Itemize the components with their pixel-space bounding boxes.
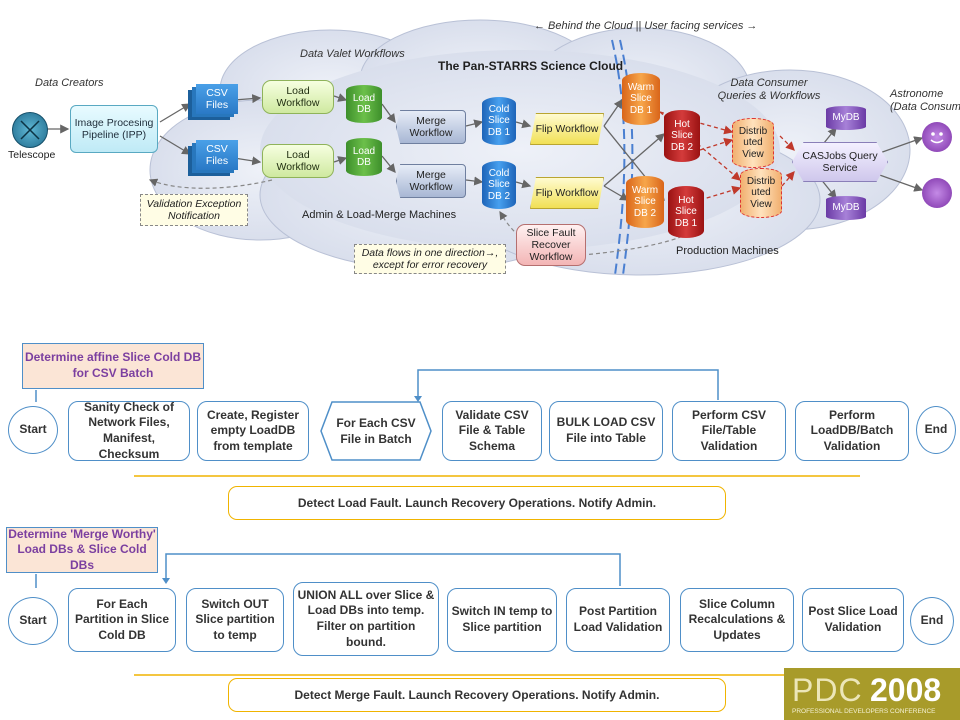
load-end: End bbox=[916, 406, 956, 454]
telescope-icon bbox=[12, 112, 48, 148]
load-start: Start bbox=[8, 406, 58, 454]
warm-slice-db-1: Warm Slice DB 1 bbox=[622, 73, 660, 125]
warm-slice-db-2: Warm Slice DB 2 bbox=[626, 176, 664, 228]
merge-step-3: UNION ALL over Slice & Load DBs into tem… bbox=[293, 582, 439, 656]
csv-files-2: CSV Files bbox=[196, 140, 238, 170]
csv-files-stack-2: CSV Files bbox=[188, 140, 238, 178]
data-consumer-label: Data Consumer Queries & Workflows bbox=[717, 77, 821, 102]
data-creators-label: Data Creators bbox=[35, 77, 104, 89]
csv-files-1: CSV Files bbox=[196, 84, 238, 114]
distributed-view-1: Distrib uted View bbox=[732, 118, 774, 168]
load-step-3-label: For Each CSV File in Batch bbox=[336, 416, 416, 446]
behind-cloud-label: ← Behind the Cloud || User facing servic… bbox=[534, 20, 758, 32]
cloud-divider-line bbox=[611, 39, 626, 276]
hot-slice-db-2: Hot Slice DB 2 bbox=[664, 110, 700, 162]
load-step-2: Create, Register empty LoadDB from templ… bbox=[197, 401, 309, 461]
load-step-4: Validate CSV File & Table Schema bbox=[442, 401, 542, 461]
validation-exception-note: Validation Exception Notification bbox=[140, 194, 248, 226]
astronomer-icon-1 bbox=[922, 122, 952, 152]
merge-step-2: Switch OUT Slice partition to temp bbox=[186, 588, 284, 652]
load-flow-note: Determine affine Slice Cold DB for CSV B… bbox=[22, 343, 204, 389]
hot-slice-db-1: Hot Slice DB 1 bbox=[668, 186, 704, 238]
ipp-node: Image Procesing Pipeline (IPP) bbox=[70, 105, 158, 153]
merge-workflow-2: Merge Workflow bbox=[396, 164, 466, 198]
load-db-1: Load DB bbox=[346, 85, 382, 123]
pdc-2008-logo: PDC 2008 PROFESSIONAL DEVELOPERS CONFERE… bbox=[784, 668, 960, 720]
merge-flow-note: Determine 'Merge Worthy' Load DBs & Slic… bbox=[6, 527, 158, 573]
data-flows-note: Data flows in one direction→, except for… bbox=[354, 244, 506, 274]
merge-step-5: Post Partition Load Validation bbox=[566, 588, 670, 652]
flip-workflow-2: Flip Workflow bbox=[530, 177, 604, 209]
merge-step-7: Post Slice Load Validation bbox=[802, 588, 904, 652]
cold-slice-db-2: Cold Slice DB 2 bbox=[482, 161, 516, 209]
casjobs-node: CASJobs Query Service bbox=[792, 142, 888, 182]
load-step-6: Perform CSV File/Table Validation bbox=[672, 401, 786, 461]
production-machines-label: Production Machines bbox=[676, 245, 779, 257]
load-workflow-2: Load Workflow bbox=[262, 144, 334, 178]
telescope-label: Telescope bbox=[8, 149, 56, 161]
load-db-2: Load DB bbox=[346, 138, 382, 176]
logo-tagline: PROFESSIONAL DEVELOPERS CONFERENCE bbox=[792, 708, 936, 715]
admin-machines-label: Admin & Load-Merge Machines bbox=[302, 209, 457, 221]
load-flow-connectors bbox=[35, 369, 860, 477]
load-step-1: Sanity Check of Network Files, Manifest,… bbox=[68, 400, 190, 461]
merge-start: Start bbox=[8, 597, 58, 645]
load-step-5: BULK LOAD CSV File into Table bbox=[549, 401, 663, 461]
merge-flow-connectors bbox=[35, 553, 860, 676]
merge-step-6: Slice Column Recalculations & Updates bbox=[680, 588, 794, 652]
hexagon-shape bbox=[320, 401, 432, 461]
slice-fault-recover-workflow: Slice Fault Recover Workflow bbox=[516, 224, 586, 266]
merge-step-1: For Each Partition in Slice Cold DB bbox=[68, 588, 176, 652]
mydb-2: MyDB bbox=[826, 196, 866, 220]
merge-step-4: Switch IN temp to Slice partition bbox=[447, 588, 557, 652]
merge-end: End bbox=[910, 597, 954, 645]
logo-pdc: PDC bbox=[792, 672, 863, 708]
logo-year: 2008 bbox=[870, 672, 942, 708]
astronomers-label: Astronome (Data Consum bbox=[890, 88, 960, 113]
csv-files-stack-1: CSV Files bbox=[188, 84, 238, 122]
astronomer-icon-2 bbox=[922, 178, 952, 208]
load-step-7: Perform LoadDB/Batch Validation bbox=[795, 401, 909, 461]
merge-workflow-1: Merge Workflow bbox=[396, 110, 466, 144]
flip-workflow-1: Flip Workflow bbox=[530, 113, 604, 145]
data-valet-label: Data Valet Workflows bbox=[300, 48, 405, 60]
load-step-3 bbox=[320, 401, 432, 461]
load-fault-bar: Detect Load Fault. Launch Recovery Opera… bbox=[228, 486, 726, 520]
merge-fault-bar: Detect Merge Fault. Launch Recovery Oper… bbox=[228, 678, 726, 712]
distributed-view-2: Distrib uted View bbox=[740, 168, 782, 218]
mydb-1: MyDB bbox=[826, 106, 866, 130]
cold-slice-db-1: Cold Slice DB 1 bbox=[482, 97, 516, 145]
cloud-title: The Pan-STARRS Science Cloud bbox=[438, 59, 624, 73]
load-workflow-1: Load Workflow bbox=[262, 80, 334, 114]
